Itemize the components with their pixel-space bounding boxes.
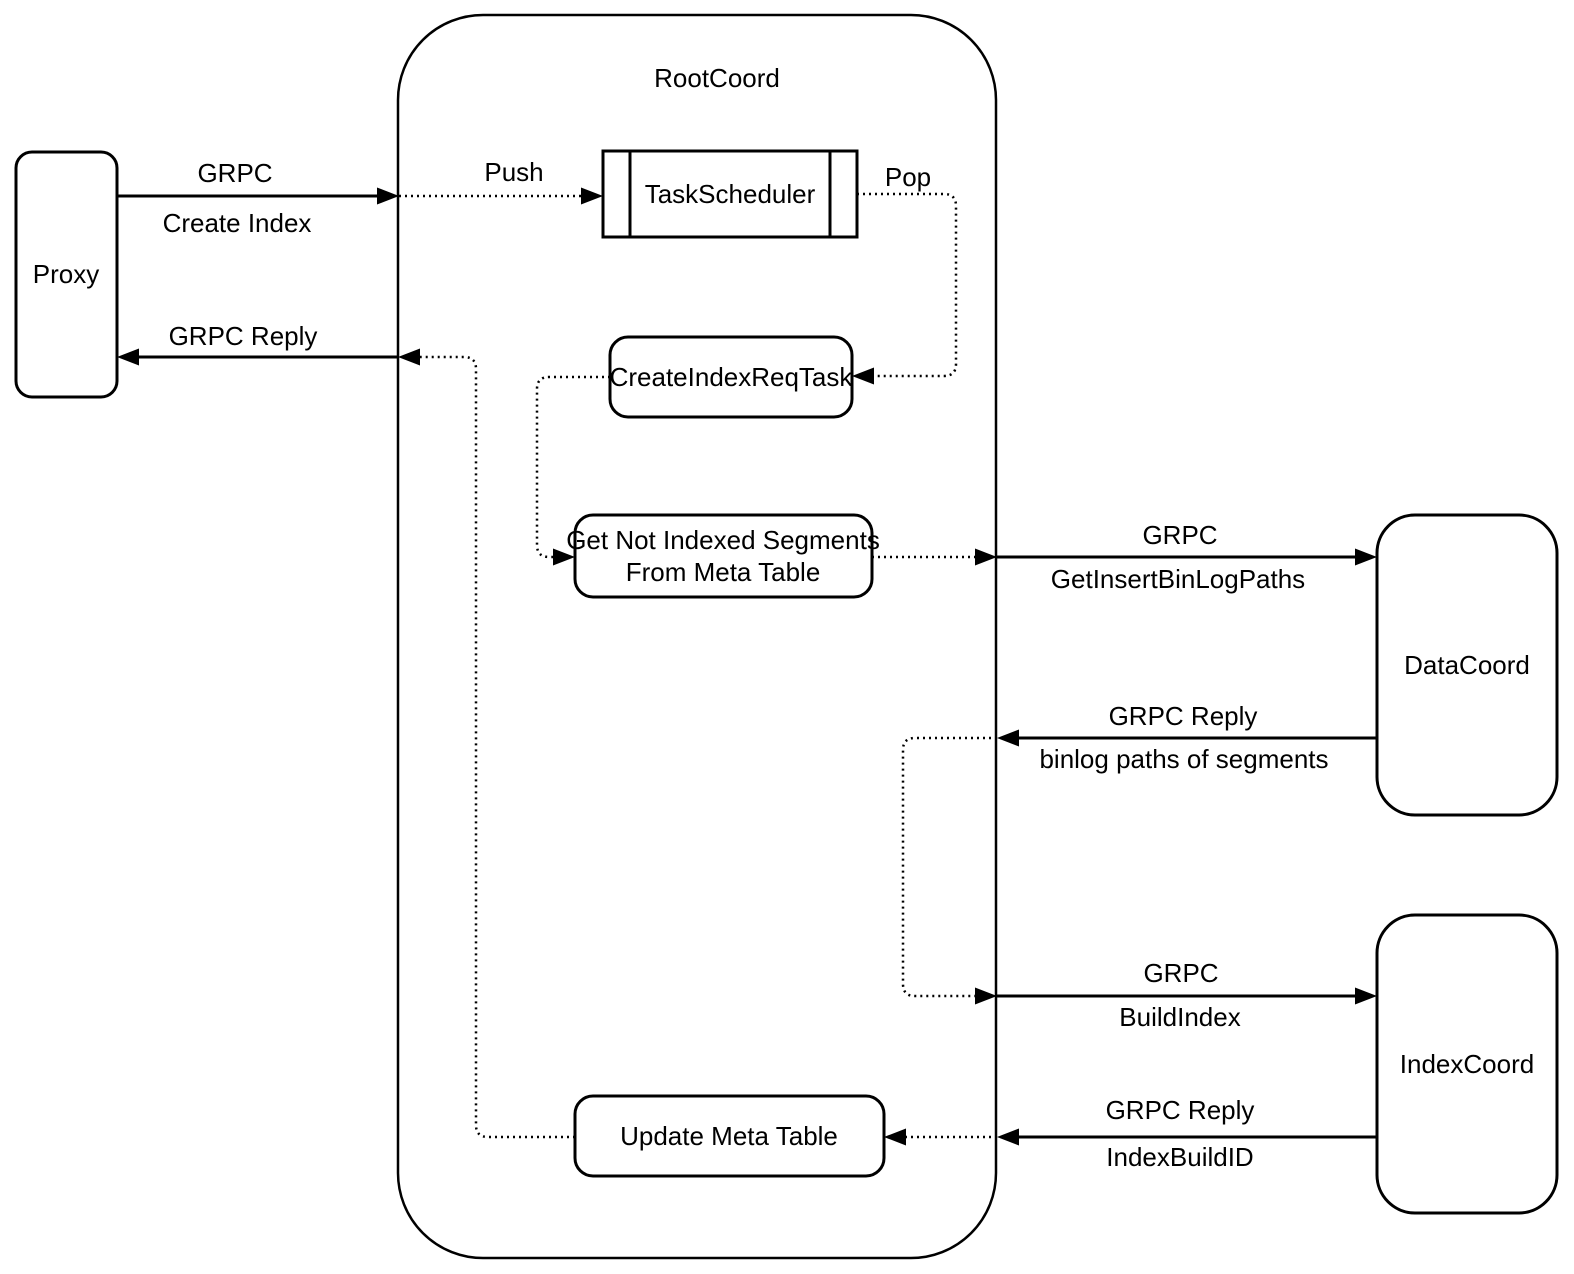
arrowhead-right [553, 548, 575, 566]
arrow-get-not-indexed-out [872, 548, 997, 566]
create-index-detail-label: Create Index [162, 208, 312, 238]
binlog-reply-detail-label: binlog paths of segments [1039, 744, 1329, 774]
arrowhead-right [581, 187, 603, 205]
arrow-to-get-not-indexed [535, 375, 610, 566]
arrowhead-left [997, 1128, 1019, 1146]
arrow-update-meta-to-reply [398, 348, 575, 1139]
get-not-indexed-line1: Get Not Indexed Segments [566, 525, 880, 555]
arrow-push [399, 187, 603, 205]
proxy-label: Proxy [32, 259, 100, 289]
arrow-build-index [997, 987, 1377, 1005]
arrow-get-insert-binlog-paths [997, 548, 1377, 566]
index-build-reply-detail-label: IndexBuildID [1106, 1142, 1254, 1172]
arrow-index-build-reply [997, 1128, 1377, 1146]
grpc-reply-to-proxy-label: GRPC Reply [168, 321, 318, 351]
arrowhead-right [1355, 987, 1377, 1005]
arrowhead-right [1355, 548, 1377, 566]
arrow-binlog-reply [997, 729, 1377, 747]
get-insert-protocol-label: GRPC [1142, 520, 1218, 550]
index-build-reply-protocol-label: GRPC Reply [1105, 1095, 1255, 1125]
arrow-internal-loop [901, 736, 997, 1005]
arrowhead-right [975, 548, 997, 566]
create-index-req-task-label: CreateIndexReqTask [609, 362, 853, 392]
data-coord-box [1375, 513, 1559, 817]
push-label: Push [484, 157, 544, 187]
arrowhead-left [398, 348, 420, 366]
arrow-grpc-create-index [117, 187, 399, 205]
binlog-reply-protocol-label: GRPC Reply [1108, 701, 1258, 731]
arrow-to-update-meta-table [884, 1128, 997, 1146]
arrowhead-left [884, 1128, 906, 1146]
arrow-grpc-reply-to-proxy [117, 348, 398, 366]
get-not-indexed-line2: From Meta Table [625, 557, 821, 587]
arrow-pop [852, 192, 958, 385]
arrowhead-left [997, 729, 1019, 747]
arrowhead-right [377, 187, 399, 205]
update-meta-table-label: Update Meta Table [620, 1121, 838, 1151]
create-index-protocol-label: GRPC [197, 158, 273, 188]
task-scheduler-box [601, 149, 859, 239]
get-insert-detail-label: GetInsertBinLogPaths [1050, 564, 1306, 594]
arrowhead-left [852, 367, 874, 385]
rootcoord-title: RootCoord [654, 63, 780, 93]
build-index-detail-label: BuildIndex [1119, 1002, 1241, 1032]
data-coord-label: DataCoord [1404, 650, 1530, 680]
proxy-box [14, 150, 119, 399]
index-coord-box [1375, 913, 1559, 1215]
arrowhead-right [975, 987, 997, 1005]
rootcoord-container-box [396, 13, 998, 1260]
pop-label: Pop [884, 162, 932, 192]
build-index-protocol-label: GRPC [1143, 958, 1219, 988]
arrowhead-left [117, 348, 139, 366]
task-scheduler-label: TaskScheduler [644, 179, 816, 209]
get-not-indexed-label: Get Not Indexed Segments From Meta Table [566, 524, 880, 588]
index-coord-label: IndexCoord [1399, 1049, 1535, 1079]
